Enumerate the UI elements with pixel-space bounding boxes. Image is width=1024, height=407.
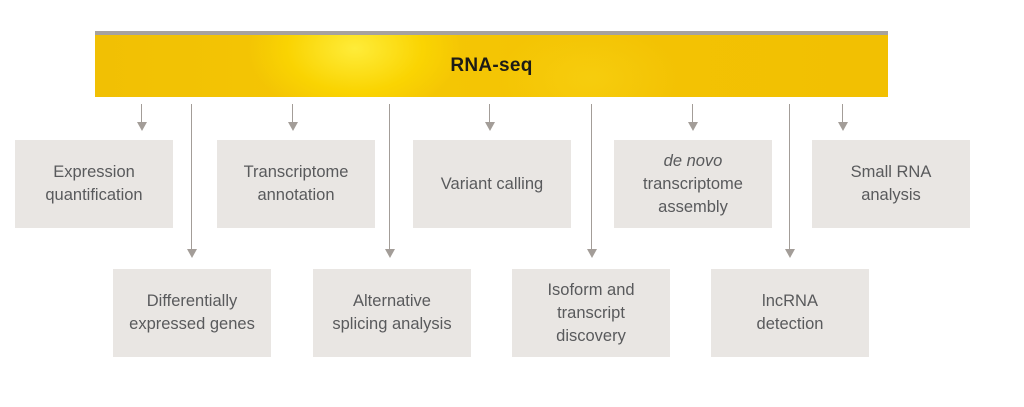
arrow-line <box>388 104 391 249</box>
arrow-head-icon <box>586 249 597 258</box>
arrow-line <box>788 104 791 249</box>
box-lncrna-detection: lncRNA detection <box>711 269 869 357</box>
box-label-line: de novo <box>663 151 723 170</box>
arrow-head-icon <box>186 249 197 258</box>
arrow-down-transcriptome-annotation <box>287 104 298 131</box>
box-label-line: Transcriptome <box>243 163 349 181</box>
arrow-head-icon <box>384 249 395 258</box>
box-label-line: splicing analysis <box>332 315 452 333</box>
box-label-line: Differentially <box>146 292 238 310</box>
arrow-head-icon <box>837 122 848 131</box>
box-isoform-transcript-discovery: Isoform and transcript discovery <box>512 269 670 357</box>
arrow-line <box>140 104 143 122</box>
box-transcriptome-annotation: Transcriptome annotation <box>217 140 375 228</box>
box-expression-quantification: Expression quantification <box>15 140 173 228</box>
box-alternative-splicing-analysis: Alternative splicing analysis <box>313 269 471 357</box>
arrow-line <box>841 104 844 122</box>
box-variant-calling: Variant calling <box>413 140 571 228</box>
arrow-line <box>590 104 593 249</box>
box-label-line: transcriptome <box>643 174 743 193</box>
banner-title: RNA-seq <box>450 55 533 76</box>
rna-seq-banner: RNA-seq <box>95 35 888 97</box>
arrow-down-isoform-discovery <box>586 104 597 258</box>
arrow-down-lncrna-detection <box>784 104 795 258</box>
arrow-line <box>488 104 491 122</box>
box-label-line: quantification <box>45 186 143 204</box>
box-label-line: Expression <box>53 163 135 181</box>
arrow-down-small-rna-analysis <box>837 104 848 131</box>
box-label-line: analysis <box>861 186 921 204</box>
arrow-line <box>291 104 294 122</box>
box-label-line: Small RNA <box>850 163 932 181</box>
box-label-line: expressed genes <box>129 315 255 333</box>
box-label-line: Variant calling <box>440 174 544 193</box>
box-label-line: transcript <box>557 303 625 322</box>
arrow-head-icon <box>287 122 298 131</box>
box-label-line: Isoform and <box>547 280 635 299</box>
arrow-down-de-novo-assembly <box>687 104 698 131</box>
arrow-line <box>691 104 694 122</box>
arrow-down-alternative-splicing <box>384 104 395 258</box>
box-label-line: Alternative <box>353 292 431 310</box>
box-label-line: lncRNA <box>762 292 818 310</box>
arrow-down-variant-calling <box>484 104 495 131</box>
box-label-line: annotation <box>257 186 335 204</box>
box-label-line: assembly <box>658 197 728 216</box>
box-label-line: discovery <box>556 326 626 345</box>
box-de-novo-transcriptome-assembly: de novo transcriptome assembly <box>614 140 772 228</box>
banner-top-bar <box>95 31 888 35</box>
arrow-head-icon <box>784 249 795 258</box>
box-differentially-expressed-genes: Differentially expressed genes <box>113 269 271 357</box>
arrow-line <box>190 104 193 249</box>
arrow-head-icon <box>136 122 147 131</box>
arrow-head-icon <box>484 122 495 131</box>
box-small-rna-analysis: Small RNA analysis <box>812 140 970 228</box>
arrow-down-differentially-expressed-genes <box>186 104 197 258</box>
box-label-line: detection <box>756 315 824 333</box>
arrow-head-icon <box>687 122 698 131</box>
arrow-down-expression-quantification <box>136 104 147 131</box>
